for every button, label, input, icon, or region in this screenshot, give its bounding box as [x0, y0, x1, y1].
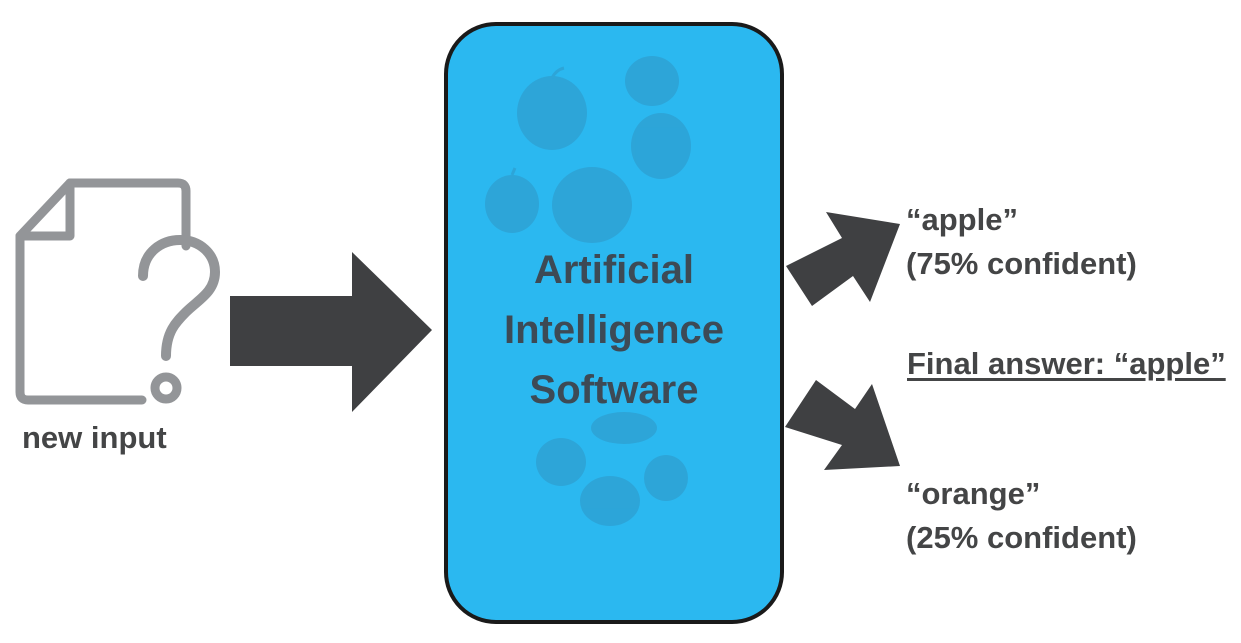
input-arrow	[230, 252, 432, 412]
ai-software-label: Artificial Intelligence Software	[445, 240, 783, 420]
output-apple-label: “apple”	[906, 202, 1018, 237]
document-question-icon	[15, 178, 220, 405]
output-arrow-apple	[786, 212, 900, 306]
output-apple-confidence: (75% confident)	[906, 246, 1137, 281]
ai-label-line2: Intelligence	[503, 308, 725, 352]
output-orange-label: “orange”	[906, 476, 1041, 511]
fruit-silhouettes	[485, 56, 691, 526]
output-orange-confidence: (25% confident)	[906, 520, 1137, 555]
final-answer: Final answer: “apple”	[907, 346, 1226, 381]
input-label: new input	[22, 420, 167, 455]
output-orange: “orange” (25% confident)	[906, 472, 1137, 560]
ai-software-box	[444, 22, 784, 624]
ai-label-line3: Software	[529, 368, 699, 412]
output-apple: “apple” (75% confident)	[906, 198, 1137, 286]
output-arrow-orange	[785, 380, 900, 470]
ai-label-line1: Artificial	[533, 248, 695, 292]
